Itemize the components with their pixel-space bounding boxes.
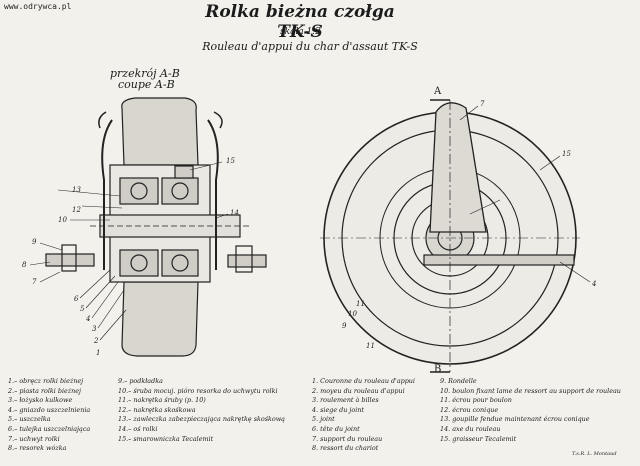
section-label-15: 15 bbox=[226, 157, 235, 165]
side-label-10: 10 bbox=[348, 310, 357, 318]
legend-fr-column-2: 9. Rondelle 10. boulon fixant lame de re… bbox=[440, 377, 621, 444]
section-leaders bbox=[29, 161, 229, 341]
legend-item: 1.– obręcz rolki bieżnej bbox=[8, 377, 84, 385]
legend-item: 15.– smarowniczka Tecalemit bbox=[118, 434, 214, 443]
legend-item: 15. graisseur Tecalemit bbox=[440, 434, 517, 443]
legend-item: 10.– śruba mocuj. pióro resorka do uchwy… bbox=[118, 386, 278, 395]
section-label-10: 10 bbox=[58, 216, 67, 224]
section-label-14: 14 bbox=[230, 209, 239, 217]
section-label-1: 1 bbox=[96, 349, 101, 357]
section-view bbox=[45, 97, 267, 357]
section-marker-a: A bbox=[434, 86, 442, 97]
legend-item: 7.– uchwyt rolki bbox=[8, 434, 60, 443]
legend-item: 9.– podkładka bbox=[118, 377, 163, 385]
section-caption-pl: przekrój A-B bbox=[110, 67, 180, 80]
drawing-subtitle: Rouleau d'appui du char d'assaut TK-S bbox=[202, 40, 418, 53]
section-label-8: 8 bbox=[22, 261, 27, 269]
legend-item: 1. Couronne du rouleau d'appui bbox=[312, 377, 415, 385]
side-view bbox=[320, 99, 580, 373]
side-label-7: 7 bbox=[480, 100, 485, 108]
legend-pl-column-2: 9.– podkładka 10.– śruba mocuj. pióro re… bbox=[118, 377, 285, 444]
legend-item: 12.– nakrętka skośkowa bbox=[118, 405, 196, 414]
signature: T.s.R. L. Montaud bbox=[572, 451, 617, 457]
legend-item: 5.– uszczelka bbox=[8, 415, 51, 424]
drawing-scale: skala 1:2 bbox=[280, 27, 322, 37]
legend-item: 3.– łożysko kulkowe bbox=[8, 396, 73, 405]
section-label-7: 7 bbox=[32, 278, 37, 286]
section-label-12: 12 bbox=[72, 206, 81, 214]
legend-item: 11. écrou pour boulon bbox=[440, 396, 512, 405]
section-label-4: 4 bbox=[86, 315, 91, 323]
side-leaders bbox=[459, 105, 591, 283]
drawing-title: Rolka bieżna czołga TK-S bbox=[205, 2, 395, 42]
legend-item: 4. siege du joint bbox=[312, 405, 364, 414]
site-watermark: www.odrywca.pl bbox=[4, 2, 72, 11]
legend-pl-column-1: 1.– obręcz rolki bieżnej 2.– piasta rolk… bbox=[8, 377, 90, 454]
legend-item: 13. goupille fendue maintenant écrou con… bbox=[440, 415, 590, 424]
section-marker-b: B bbox=[434, 364, 442, 375]
legend-item: 11.– nakrętka śruby (p. 10) bbox=[118, 396, 206, 405]
section-label-5: 5 bbox=[80, 305, 85, 313]
legend-item: 14.– oś rolki bbox=[118, 424, 158, 433]
section-label-9: 9 bbox=[32, 238, 37, 246]
legend-item: 9. Rondelle bbox=[440, 377, 477, 385]
section-caption: przekrój A-B coupe A-B bbox=[110, 68, 180, 90]
legend-item: 4.– gniazdo uszczelnienia bbox=[8, 405, 91, 414]
legend-item: 2.– piasta rolki bieżnej bbox=[8, 386, 82, 395]
legend-item: 5. joint bbox=[312, 415, 335, 424]
side-label-15: 15 bbox=[562, 150, 571, 158]
legend-item: 3. roulement à billes bbox=[312, 396, 379, 405]
section-label-2: 2 bbox=[94, 337, 99, 345]
legend-item: 7. support du rouleau bbox=[312, 434, 383, 443]
section-label-3: 3 bbox=[92, 325, 97, 333]
side-label-9: 9 bbox=[342, 322, 347, 330]
section-label-13: 13 bbox=[72, 186, 81, 194]
legend-item: 6. tête du joint bbox=[312, 424, 360, 433]
legend-item: 13.– zawleczka zabezpieczająca nakrętkę … bbox=[118, 415, 285, 424]
section-caption-fr: coupe A-B bbox=[118, 78, 175, 91]
legend-item: 12. écrou conique bbox=[440, 405, 499, 414]
legend-item: 8. ressort du chariot bbox=[312, 444, 379, 453]
legend-item: 6.– tulejka uszczelniająca bbox=[8, 424, 91, 433]
legend-item: 8.– resorek wózka bbox=[8, 444, 67, 453]
side-label-4: 4 bbox=[592, 280, 597, 288]
section-label-6: 6 bbox=[74, 295, 79, 303]
legend-fr-column-1: 1. Couronne du rouleau d'appui 2. moyeu … bbox=[312, 377, 415, 454]
legend-item: 2. moyeu du rouleau d'appui bbox=[312, 386, 405, 395]
side-label-11a: 11 bbox=[356, 300, 365, 308]
legend-item: 14. axe du rouleau bbox=[440, 424, 501, 433]
side-label-11b: 11 bbox=[366, 342, 375, 350]
legend-item: 10. boulon fixant lame de ressort au sup… bbox=[440, 386, 621, 395]
